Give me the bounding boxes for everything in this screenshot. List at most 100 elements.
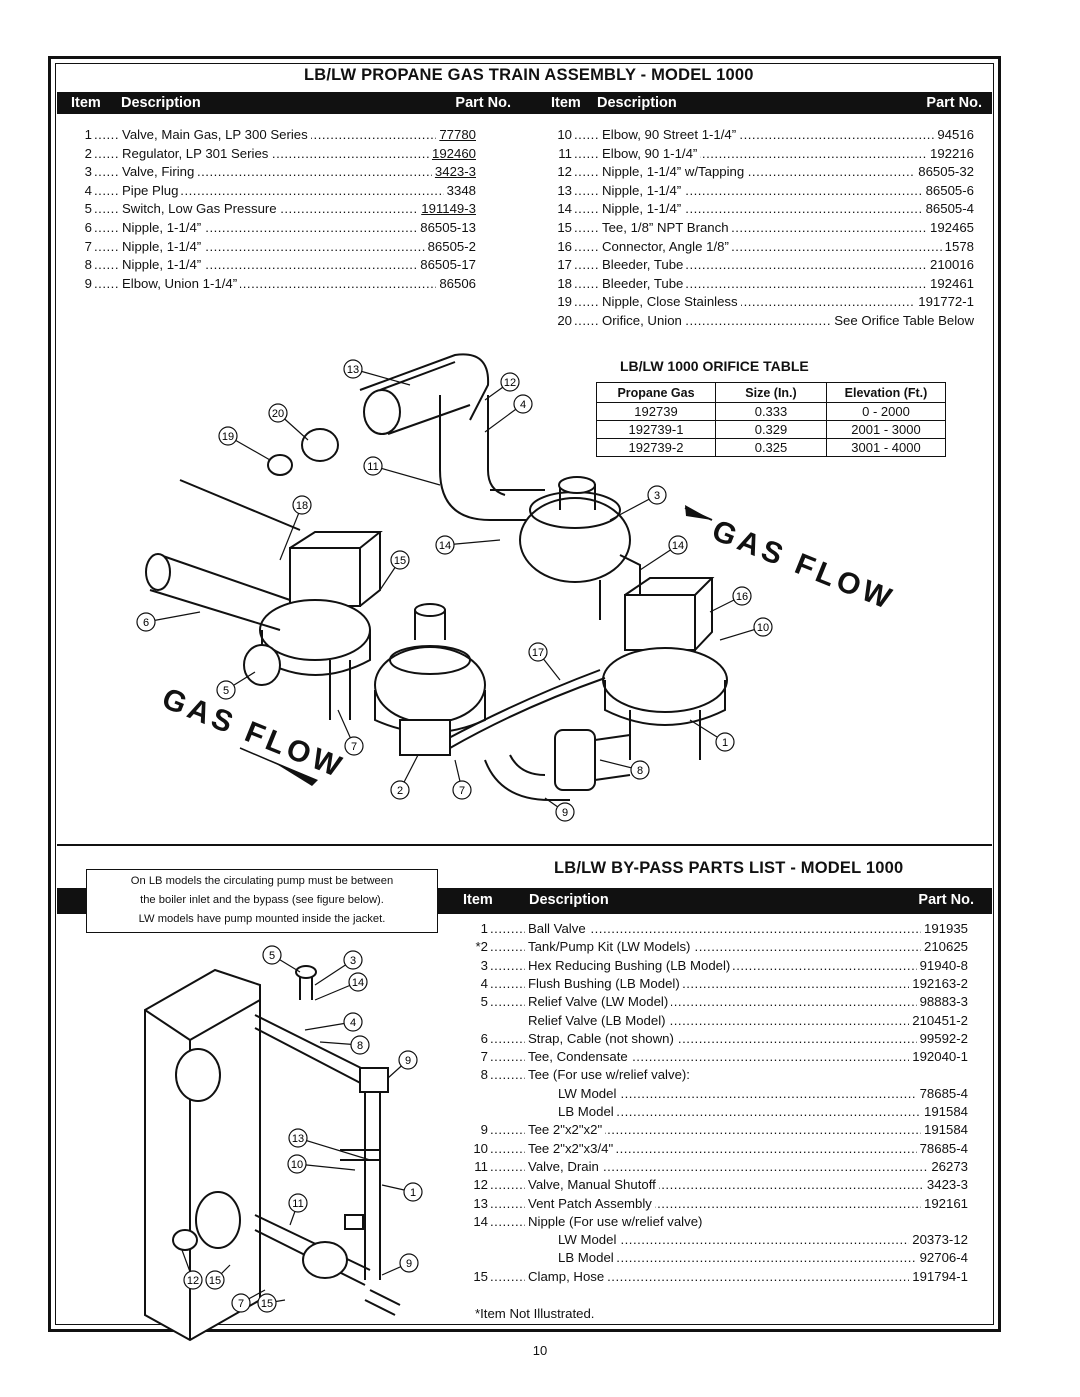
leader-dots xyxy=(574,312,599,330)
table-cell: 0.329 xyxy=(715,420,827,439)
item-number: 8 xyxy=(480,1067,488,1083)
item-description: LB Model xyxy=(558,1249,617,1268)
item-description: Connector, Angle 1/8” xyxy=(602,237,732,256)
leader-dots xyxy=(490,1140,525,1158)
item-number: 15 xyxy=(557,220,572,235)
item-description: Switch, Low Gas Pressure xyxy=(122,200,280,219)
pump-note-front: On LB models the circulating pump must b… xyxy=(86,869,438,933)
item-description: Hex Reducing Bushing (LB Model) xyxy=(528,956,734,975)
list-item: 7Nipple, 1-1/4”86505-2 xyxy=(76,237,476,256)
bypass-title: LB/LW BY-PASS PARTS LIST - MODEL 1000 xyxy=(554,859,904,877)
item-description: Nipple, 1-1/4” w/Tapping xyxy=(602,163,748,182)
item-description: Elbow, 90 Street 1-1/4” xyxy=(602,126,740,144)
leader-dots xyxy=(574,256,599,274)
table-cell: 192739 xyxy=(596,402,716,421)
item-description: Tee, Condensate xyxy=(528,1048,631,1067)
part-number: 191794-1 xyxy=(909,1267,968,1286)
item-description: Vent Patch Assembly xyxy=(528,1194,655,1213)
list-item: 8Nipple, 1-1/4”86505-17 xyxy=(76,256,476,275)
part-number: 192461 xyxy=(926,274,974,293)
orifice-table-title: LB/LW 1000 ORIFICE TABLE xyxy=(620,358,809,374)
item-description: Bleeder, Tube xyxy=(602,256,687,275)
item-number: 14 xyxy=(557,201,572,217)
item-number: 11 xyxy=(558,145,572,161)
part-number: 99592-2 xyxy=(916,1029,968,1048)
item-description: Nipple, 1-1/4” xyxy=(122,219,205,237)
part-number: 210625 xyxy=(920,938,968,957)
list-item: 3Hex Reducing Bushing (LB Model)91940-8 xyxy=(470,956,968,975)
page-frame xyxy=(48,56,1001,1332)
part-number: 86505-17 xyxy=(417,256,476,275)
item-number: 16 xyxy=(557,238,572,254)
leader-dots xyxy=(558,1231,968,1249)
table-cell: 3001 - 4000 xyxy=(826,438,946,457)
item-description: LW Model xyxy=(558,1231,620,1250)
section-divider xyxy=(57,844,992,846)
item-number: 6 xyxy=(480,1030,488,1046)
part-number: 78685-4 xyxy=(916,1139,968,1158)
header-item: Item xyxy=(71,95,101,111)
leader-dots xyxy=(94,163,119,181)
note-line: LW models have pump mounted inside the j… xyxy=(138,913,386,925)
list-item: 6Strap, Cable (not shown)99592-2 xyxy=(470,1029,968,1048)
table-cell: 2001 - 3000 xyxy=(826,420,946,439)
list-item: 9Tee 2"x2"x2"191584 xyxy=(470,1121,968,1140)
item-number: 1 xyxy=(84,127,92,142)
item-number: 18 xyxy=(557,275,572,291)
orifice-col-elevation: Elevation (Ft.) xyxy=(826,382,946,403)
item-number: 5 xyxy=(84,201,92,217)
leader-dots xyxy=(574,145,599,163)
part-number: 191772-1 xyxy=(915,293,974,312)
orifice-table-header-row: Propane Gas Size (In.) Elevation (Ft.) xyxy=(596,382,946,403)
item-description: Nipple, 1-1/4” xyxy=(602,181,685,200)
header-item: Item xyxy=(463,892,493,908)
table-cell: 0.325 xyxy=(715,438,827,457)
list-item: 6Nipple, 1-1/4”86505-13 xyxy=(76,219,476,237)
leader-dots xyxy=(574,275,599,293)
table-cell: 192739-2 xyxy=(596,438,716,457)
part-number: 192465 xyxy=(926,219,974,237)
part-number: 210451-2 xyxy=(909,1011,968,1030)
part-number: 3348 xyxy=(443,181,476,200)
part-number: 192040-1 xyxy=(909,1048,968,1067)
leader-dots xyxy=(490,1176,525,1194)
item-number: *2 xyxy=(475,939,488,955)
item-number: 10 xyxy=(473,1140,488,1156)
item-description: Pipe Plug xyxy=(122,181,182,200)
item-description: Tee 2"x2"x3/4" xyxy=(528,1139,617,1158)
note-line: On LB models the circulating pump must b… xyxy=(130,875,394,887)
leader-dots xyxy=(94,219,119,237)
item-number: 11 xyxy=(474,1158,488,1174)
item-number: 3 xyxy=(480,957,488,973)
item-description: Clamp, Hose xyxy=(528,1267,608,1286)
orifice-col-size: Size (In.) xyxy=(715,382,827,403)
leader-dots xyxy=(94,275,119,293)
gas-train-header-right: Item Description Part No. xyxy=(525,92,992,114)
part-number: 86505-6 xyxy=(922,181,974,200)
leader-dots xyxy=(490,1158,525,1176)
leader-dots xyxy=(574,182,599,200)
leader-dots xyxy=(558,1103,968,1121)
header-description: Description xyxy=(121,95,201,111)
header-part-no: Part No. xyxy=(455,95,511,111)
item-number: 14 xyxy=(473,1213,488,1229)
leader-dots xyxy=(574,126,599,144)
leader-dots xyxy=(490,1066,525,1084)
item-number: 12 xyxy=(473,1177,488,1193)
leader-dots xyxy=(574,238,599,256)
part-number: 20373-12 xyxy=(909,1231,968,1250)
list-item: 5Relief Valve (LW Model)98883-3 xyxy=(470,993,968,1012)
item-description: Tee 2"x2"x2" xyxy=(528,1121,606,1140)
table-cell: 192739-1 xyxy=(596,420,716,439)
leader-dots xyxy=(490,993,525,1011)
table-cell: 0.333 xyxy=(715,402,827,421)
item-number: 5 xyxy=(480,994,488,1010)
item-description: Ball Valve xyxy=(528,920,589,938)
leader-dots xyxy=(490,1048,525,1066)
